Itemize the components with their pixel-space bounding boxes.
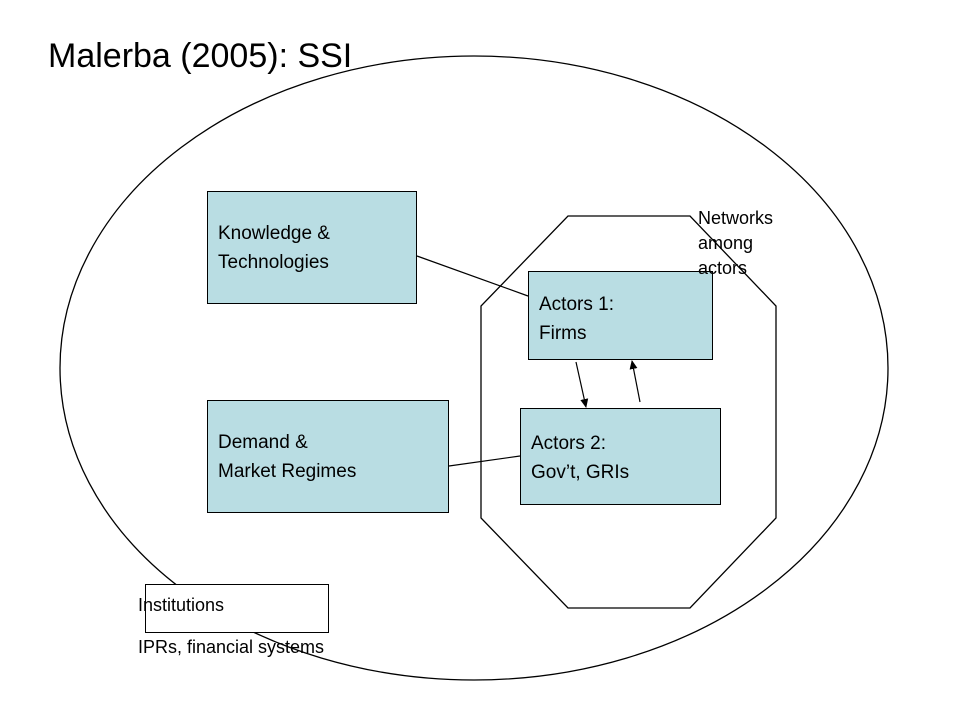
slide-title: Malerba (2005): SSI [48, 37, 353, 75]
actor-network-octagon [480, 215, 777, 609]
actors1-box-line1: Actors 1: [539, 294, 614, 315]
actors2-govt-box: Actors 2: Gov’t, GRIs [520, 408, 721, 505]
institutions-detail-label: IPRs, financial systems [138, 637, 325, 657]
actors2-box-line1: Actors 2: [531, 433, 606, 454]
knowledge-box-line2: Technologies [218, 252, 329, 273]
demand-box-line2: Market Regimes [218, 461, 357, 482]
networks-label-line3: actors [698, 258, 748, 278]
demand-to-actors2-link [448, 455, 521, 467]
knowledge-technologies-box: Knowledge & Technologies [207, 191, 417, 304]
knowledge-to-actors1-link [416, 255, 529, 297]
demand-box-line1: Demand & [218, 432, 308, 453]
institutions-box [145, 584, 329, 633]
demand-market-regimes-box: Demand & Market Regimes [207, 400, 449, 513]
actors2-to-actors1-arrow [629, 360, 641, 403]
actors1-to-actors2-arrow [575, 361, 589, 408]
knowledge-box-line1: Knowledge & [218, 223, 330, 244]
networks-label-line2: among [698, 233, 754, 253]
actors2-box-line2: Gov’t, GRIs [531, 462, 630, 483]
networks-among-actors-label: Networks among actors [698, 206, 773, 281]
networks-label-line1: Networks [698, 208, 774, 228]
actors1-box-line2: Firms [539, 323, 587, 344]
actors1-firms-box: Actors 1: Firms [528, 271, 713, 360]
institutions-label: Institutions [138, 595, 225, 615]
sectoral-system-ellipse [59, 55, 889, 681]
